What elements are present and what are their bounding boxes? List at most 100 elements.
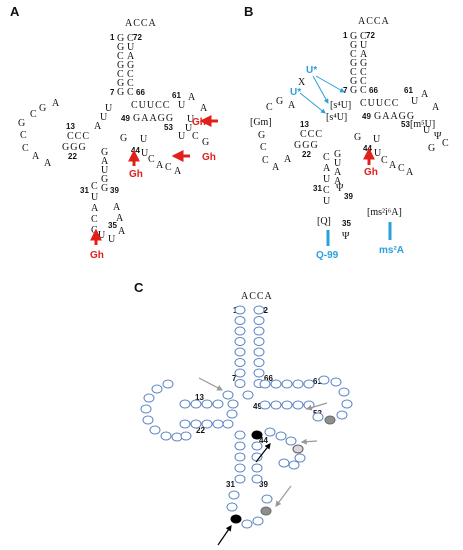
c-nucleotide-56: [234, 441, 246, 451]
c-nucleotide-7: [253, 337, 265, 346]
b-acc-left-nt-2: C: [350, 49, 357, 60]
c-nucleotide-5: [253, 326, 265, 336]
c-nucleotide-62: [234, 474, 246, 484]
c-nucleotide-24: [303, 379, 315, 389]
a-acc-right-nt-4: C: [127, 69, 134, 80]
b-t-lower: GAAGG: [374, 111, 415, 122]
c-nucleotide-66: [230, 514, 242, 524]
b-acc-right-nt-4: C: [360, 67, 367, 78]
a-var-nt-0: G: [120, 133, 127, 144]
b-ac-right-nt-2: A: [334, 167, 342, 178]
c-num-66: 66: [264, 374, 273, 383]
a-num-7: 7: [110, 88, 115, 97]
c-num-22: 22: [196, 426, 205, 435]
c-nucleotide-67: [241, 519, 253, 529]
a-num-44: 44: [131, 146, 140, 155]
b-acc-right-nt-6: C: [360, 85, 367, 96]
c-nucleotide-31: [324, 415, 336, 425]
c-nucleotide-14: [234, 379, 246, 388]
c-arrow-grey-2: [305, 402, 328, 411]
b-var-nt-2: C: [381, 155, 388, 166]
b-num-61: 61: [404, 86, 413, 95]
c-nucleotide-44: [140, 404, 152, 414]
c-nucleotide-21: [281, 400, 293, 410]
a-t-loop-nt-3: U: [185, 123, 193, 134]
c-nucleotide-60: [234, 463, 246, 473]
b-acc-left-nt-3: G: [350, 58, 357, 69]
panel-b-label: B: [244, 4, 253, 19]
c-nucleotide-30: [336, 410, 348, 420]
a-d-loop-nt-4: C: [20, 130, 27, 141]
c-nucleotide-12: [234, 368, 246, 378]
b-var-nt-0: G: [354, 132, 361, 143]
a-num-35: 35: [108, 221, 117, 230]
a-ac-right-nt-1: A: [101, 156, 109, 167]
b-ac-left-nt-4: U: [323, 196, 331, 207]
c-nucleotide-6: [234, 337, 246, 346]
b-ac-right-nt-0: G: [334, 149, 341, 160]
c-arrow-grey-3: [300, 438, 318, 445]
a-var-nt-4: C: [165, 162, 172, 173]
c-num-44: 44: [259, 436, 268, 445]
c-arrow-grey-1: [198, 377, 224, 391]
a-d-loop-nt-7: A: [44, 158, 52, 169]
c-nucleotide-34: [212, 419, 224, 429]
b-ms2a: ms²A: [379, 245, 404, 256]
panel-c-label: C: [134, 280, 144, 295]
a-t-loop-nt-2: A: [200, 103, 208, 114]
a-acc-left-nt-0: G: [117, 33, 124, 44]
c-nucleotide-2: [234, 316, 246, 325]
c-nucleotide-23: [292, 400, 304, 410]
b-num-7: 7: [343, 86, 348, 95]
a-ac-loop-nt-2: A: [118, 226, 126, 237]
a-d-loop-nt-3: G: [18, 118, 25, 129]
a-acc-right-nt-5: C: [127, 78, 134, 89]
a-gh-3: Gh: [129, 169, 143, 180]
a-d-loop-nt-6: A: [32, 151, 40, 162]
a-var-nt-5: A: [174, 166, 182, 177]
c-cca: ACCA: [241, 291, 273, 302]
b-d-loop-nt-5: C: [262, 155, 269, 166]
c-nucleotide-52: [226, 409, 238, 419]
a-t-loop-nt-7: U: [187, 114, 195, 125]
a-t-loop-nt-6: G: [202, 137, 209, 148]
b-num-49: 49: [362, 112, 371, 121]
b-num-31: 31: [313, 184, 322, 193]
c-nucleotide-1: [253, 305, 265, 315]
c-nucleotide-69: [260, 506, 272, 516]
a-ac-left-nt-0: C: [91, 181, 98, 192]
a-acc-left-nt-2: C: [117, 51, 124, 62]
c-nucleotide-64: [228, 490, 240, 500]
c-nucleotide-75: [294, 453, 306, 463]
c-nucleotide-49: [180, 431, 192, 441]
c-nucleotide-77: [278, 458, 290, 468]
c-nucleotide-43: [143, 393, 155, 403]
b-ac-left-nt-3: C: [323, 185, 330, 196]
b-uv-u1: U*: [306, 65, 317, 76]
b-d-loop-nt-6: A: [272, 162, 280, 173]
a-acc-left-nt-6: G: [117, 87, 124, 98]
c-nucleotide-55: [251, 430, 263, 440]
a-t-loop-nt-1: A: [188, 92, 196, 103]
a-d-ggg: GGG: [62, 142, 87, 153]
c-num-13: 13: [195, 393, 204, 402]
c-nucleotide-37: [190, 399, 202, 409]
a-d-u1: U: [100, 112, 108, 123]
c-nucleotide-16: [259, 379, 271, 389]
b-s4u-b: [s⁴U]: [326, 112, 347, 123]
b-acc-right-nt-2: A: [360, 49, 368, 60]
c-nucleotide-42: [151, 384, 163, 394]
a-t-upper: CUUCC: [131, 100, 170, 111]
c-num-31: 31: [226, 480, 235, 489]
a-acc-left-nt-1: G: [117, 42, 124, 53]
c-nucleotide-70: [261, 494, 273, 504]
c-nucleotide-50: [222, 390, 234, 400]
a-cca: ACCA: [125, 18, 157, 29]
b-num-72: 72: [366, 31, 375, 40]
b-num-66: 66: [369, 86, 378, 95]
b-num-1: 1: [343, 31, 348, 40]
